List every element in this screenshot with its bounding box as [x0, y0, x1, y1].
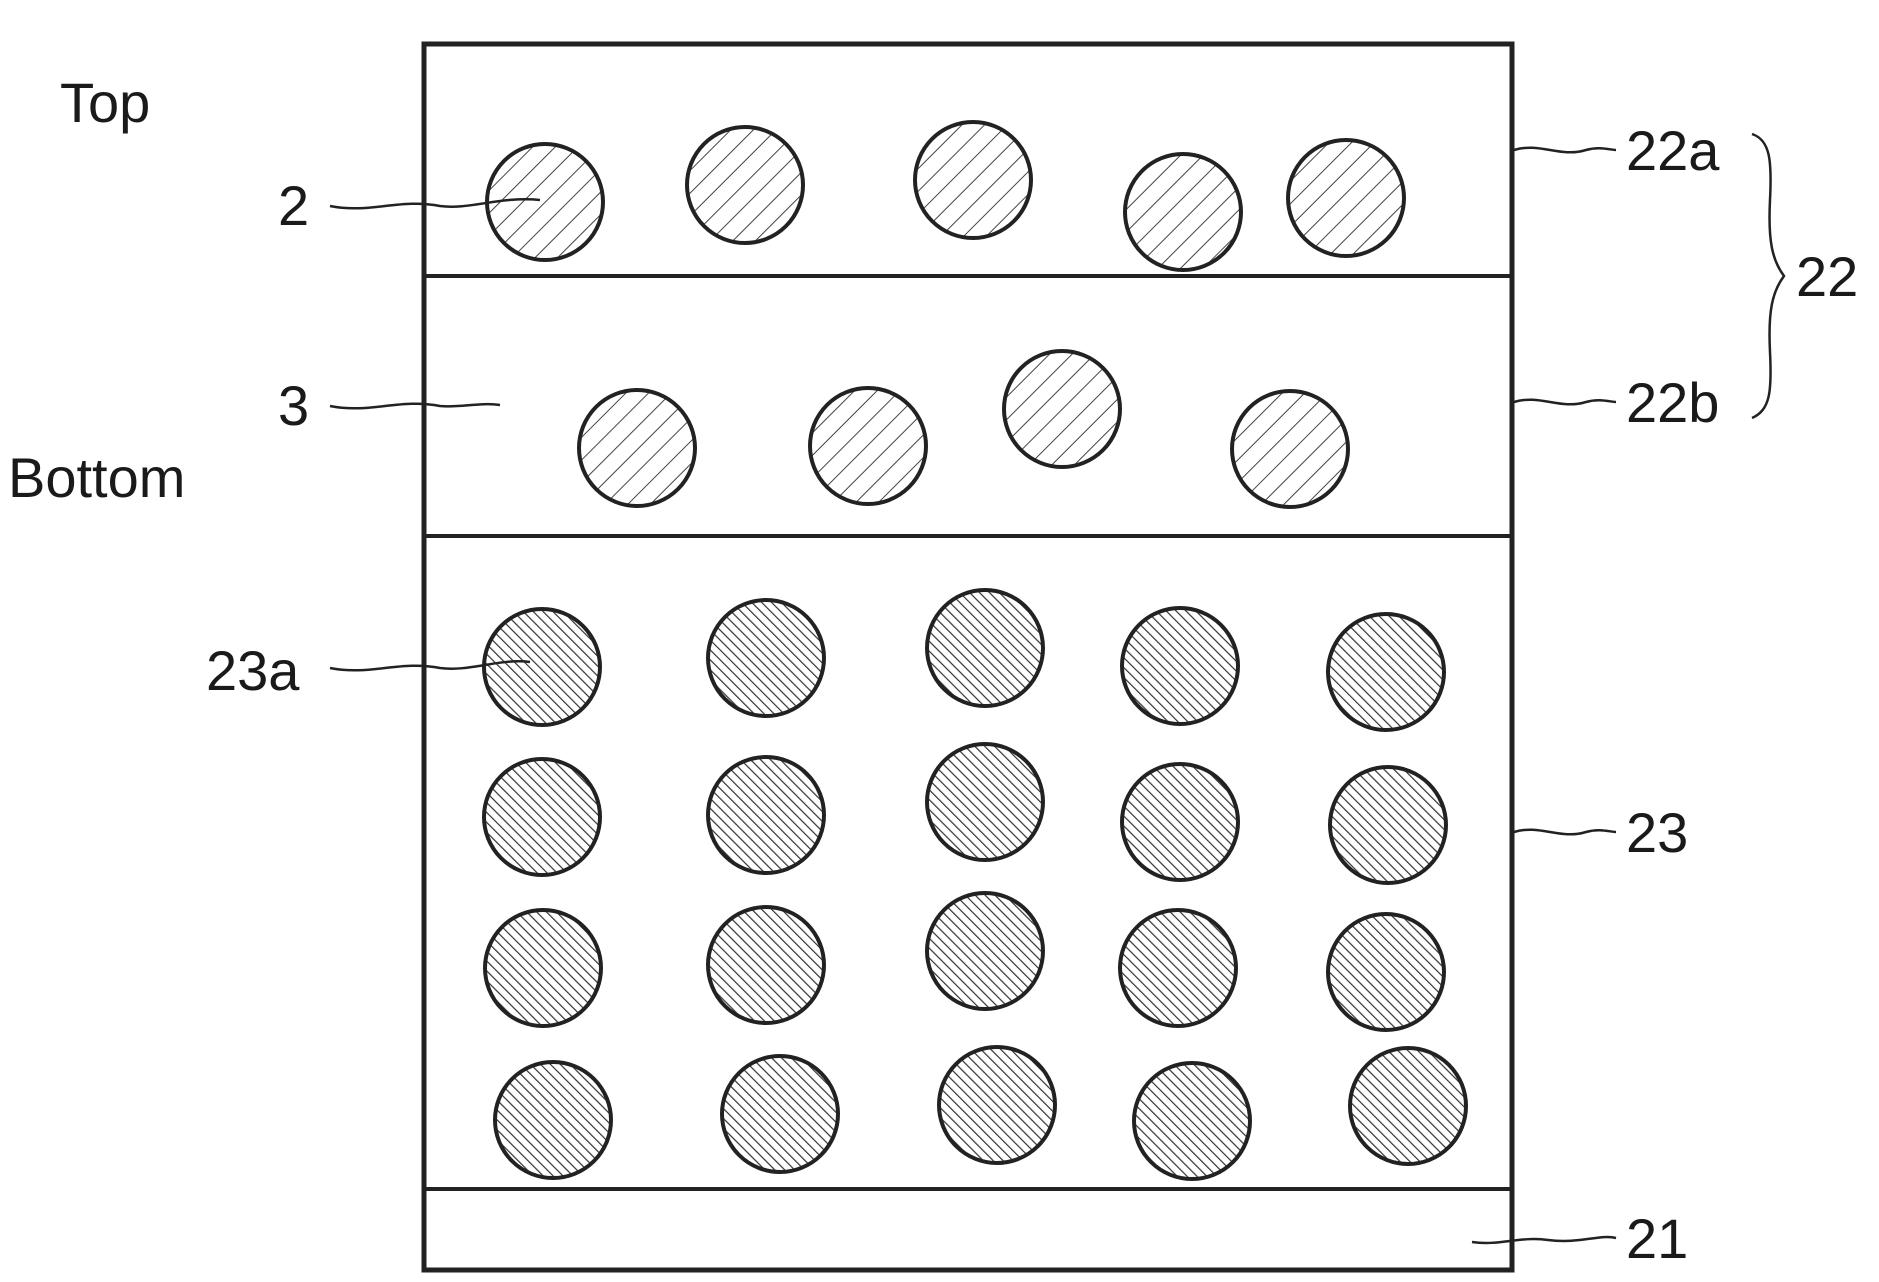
leader-22b	[1514, 400, 1616, 405]
particle-23a	[927, 590, 1043, 706]
leader-21	[1472, 1237, 1616, 1243]
particle-23a	[1328, 914, 1444, 1030]
top-label: Top	[60, 71, 150, 134]
particle-23a	[1330, 767, 1446, 883]
particle-2	[487, 144, 603, 260]
particle-3	[579, 390, 695, 506]
particle-2	[915, 122, 1031, 238]
particle-23a	[485, 910, 601, 1026]
particle-23a	[708, 600, 824, 716]
ref-label-21: 21	[1626, 1207, 1688, 1270]
particle-23a	[1122, 608, 1238, 724]
particle-23a	[1122, 764, 1238, 880]
particle-23a	[939, 1047, 1055, 1163]
particle-23a	[1328, 614, 1444, 730]
particle-2	[1125, 154, 1241, 270]
particle-23a	[722, 1056, 838, 1172]
particle-23a	[1120, 910, 1236, 1026]
ref-label-23: 23	[1626, 801, 1688, 864]
ref-label-22: 22	[1796, 245, 1858, 308]
particle-2	[687, 127, 803, 243]
ref-label-22a: 22a	[1626, 119, 1720, 182]
particle-23a	[708, 757, 824, 873]
particle-23a	[927, 744, 1043, 860]
particle-23a	[1350, 1048, 1466, 1164]
particle-23a	[495, 1062, 611, 1178]
ref-label-3: 3	[278, 374, 309, 437]
particle-23a	[484, 759, 600, 875]
particle-3	[1232, 391, 1348, 507]
leader-23	[1514, 830, 1616, 835]
particle-2	[1288, 140, 1404, 256]
ref-label-22b: 22b	[1626, 371, 1719, 434]
leader-22a	[1514, 148, 1616, 153]
particle-3	[1004, 351, 1120, 467]
ref-label-23a: 23a	[206, 639, 300, 702]
brace-22	[1752, 134, 1784, 418]
layer-22a	[487, 122, 1404, 270]
particle-23a	[1134, 1063, 1250, 1179]
leader-3	[330, 404, 500, 409]
layer-22b	[579, 351, 1348, 507]
particle-23a	[927, 893, 1043, 1009]
particle-3	[810, 388, 926, 504]
particle-23a	[708, 907, 824, 1023]
ref-label-2: 2	[278, 174, 309, 237]
layer-23	[484, 590, 1466, 1179]
particle-23a	[484, 609, 600, 725]
bottom-label: Bottom	[8, 446, 185, 509]
